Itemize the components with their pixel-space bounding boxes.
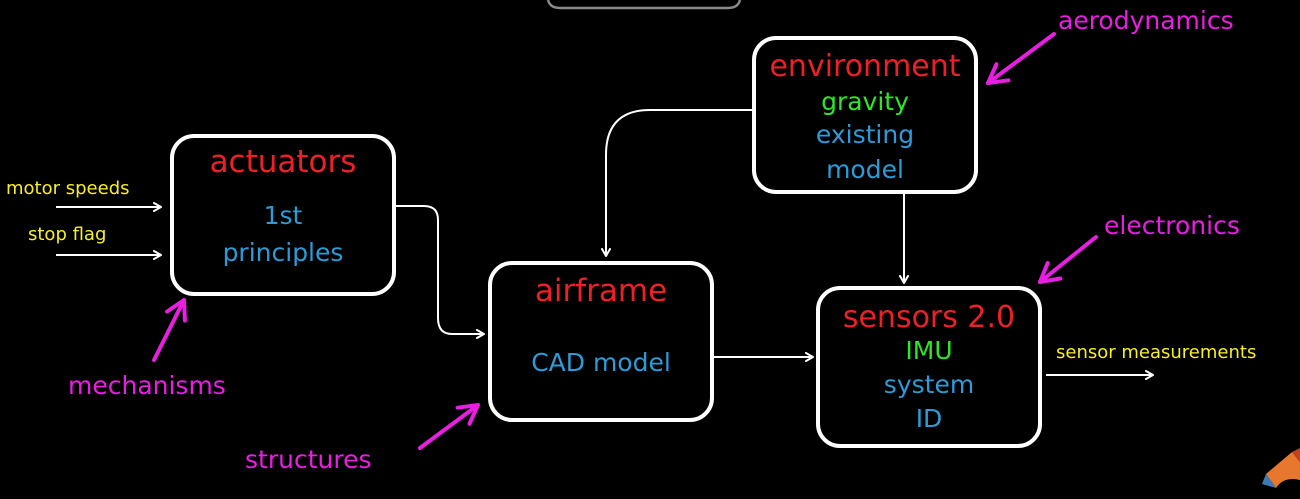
electronics-arrow (1038, 235, 1098, 284)
partial-box-top (546, 0, 742, 10)
environment-box (752, 36, 978, 194)
actuators-to-airframe-arrow (394, 205, 485, 339)
discipline-label-structures: structures (245, 445, 372, 474)
matlab-membrane-icon (1262, 448, 1300, 488)
sensors-blue-line-1: system (883, 370, 975, 399)
discipline-label-mechanisms: mechanisms (68, 371, 226, 400)
airframe-title: airframe (534, 273, 668, 309)
mechanisms-arrow (152, 298, 187, 362)
actuators-line-1: 1st (263, 201, 303, 230)
environment-to-airframe-arrow (601, 109, 754, 257)
discipline-label-electronics: electronics (1104, 211, 1240, 240)
environment-green-line: gravity (821, 87, 909, 116)
actuators-box (170, 134, 396, 296)
sensors-blue-line-2: ID (915, 404, 943, 433)
actuators-line-2: principles (222, 238, 344, 267)
input-label-motor-speeds: motor speeds (6, 178, 130, 199)
sensors-box (816, 286, 1042, 448)
environment-title: environment (769, 49, 961, 84)
environment-blue-line-1: existing (815, 120, 915, 149)
actuators-title: actuators (209, 144, 357, 180)
airframe-line-1: CAD model (531, 348, 671, 377)
discipline-label-aerodynamics: aerodynamics (1058, 6, 1234, 35)
input-label-stop-flag: stop flag (28, 224, 107, 245)
aerodynamics-arrow (986, 32, 1056, 85)
structures-arrow (418, 403, 480, 450)
output-label-sensor-measurements: sensor measurements (1056, 342, 1257, 363)
environment-blue-line-2: model (826, 155, 904, 184)
airframe-box (488, 261, 714, 422)
sensors-title: sensors 2.0 (842, 300, 1016, 335)
sensors-green-line: IMU (905, 336, 953, 365)
